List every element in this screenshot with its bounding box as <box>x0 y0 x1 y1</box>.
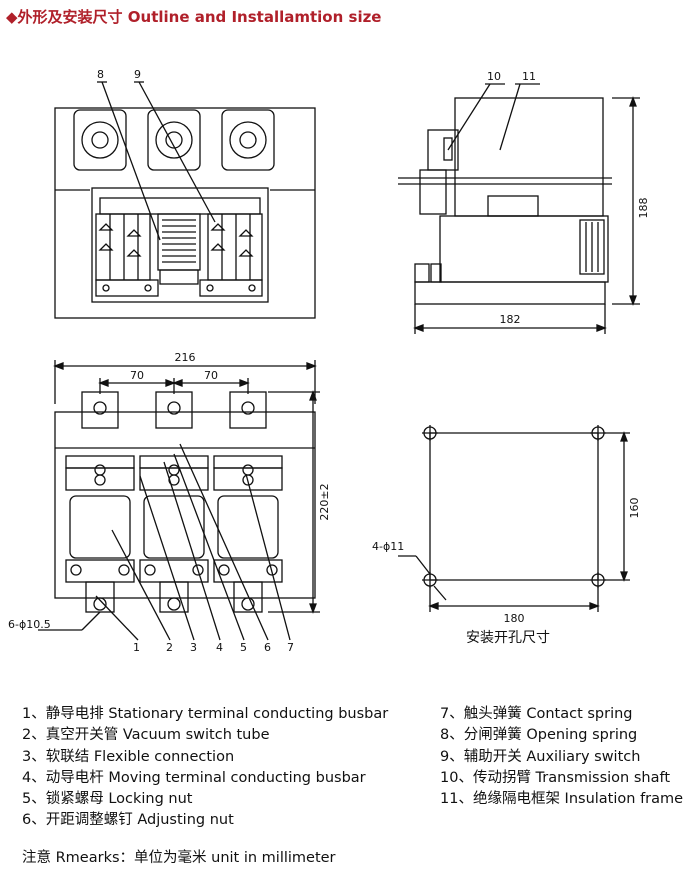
legend-item: 11、绝缘隔电框架 Insulation frame <box>440 791 684 808</box>
legend-item: 8、分闸弹簧 Opening spring <box>440 727 638 744</box>
mounting-hole-pattern <box>398 425 630 612</box>
legend-item: 1、静导电排 Stationary terminal conducting bu… <box>22 706 389 722</box>
auxiliary-switch-right <box>199 213 263 297</box>
callout-9: 9 <box>134 68 141 81</box>
front-view-bottom <box>38 360 320 641</box>
terminal-cylinder-3 <box>221 109 275 171</box>
legend-item: 6、开距调整螺钉 Adjusting nut <box>22 812 234 829</box>
hole-pattern-caption: 安装开孔尺寸 <box>466 630 550 646</box>
transmission-shaft <box>398 129 612 215</box>
callout-8: 8 <box>97 68 104 81</box>
legend-item: 10、传动拐臂 Transmission shaft <box>440 769 671 786</box>
callout-4: 4 <box>216 641 223 654</box>
auxiliary-switch-left <box>95 213 159 297</box>
page-title: ◆外形及安装尺寸 Outline and Installamtion size <box>6 8 382 26</box>
callout-5: 5 <box>240 641 247 654</box>
outline-drawing: 8 9 10 11 <box>0 40 700 700</box>
remarks-note: 注意 Rmearks：单位为毫米 unit in millimeter <box>22 850 336 866</box>
terminal-cylinder-1 <box>73 109 127 171</box>
callout-1: 1 <box>133 641 140 654</box>
dim-height-total: 220±2 <box>318 483 331 520</box>
terminal-cylinder-2 <box>147 109 201 171</box>
legend-item: 9、辅助开关 Auxiliary switch <box>440 748 641 765</box>
callout-7: 7 <box>287 641 294 654</box>
legend-left: 1、静导电排 Stationary terminal conducting bu… <box>22 704 432 832</box>
front-view-top <box>54 81 316 319</box>
dim-pitch-left: 70 <box>130 369 144 382</box>
dim-pitch-right: 70 <box>204 369 218 382</box>
legend-item: 3、软联结 Flexible connection <box>22 748 235 765</box>
callout-6: 6 <box>264 641 271 654</box>
side-view <box>398 83 640 334</box>
dim-side-width: 182 <box>500 313 521 326</box>
legend-item: 7、触头弹簧 Contact spring <box>440 706 633 722</box>
opening-spring <box>157 213 201 285</box>
dim-hole-width: 180 <box>504 612 525 625</box>
pole-1 <box>65 455 135 583</box>
callout-2: 2 <box>166 641 173 654</box>
pole-3 <box>213 455 283 583</box>
dim-mount-holes: 6-ϕ10.5 <box>8 618 51 631</box>
legend-item: 2、真空开关管 Vacuum switch tube <box>22 727 270 744</box>
dim-side-height: 188 <box>637 198 650 219</box>
dim-hole-height: 160 <box>628 498 641 519</box>
dim-width-total: 216 <box>175 351 196 364</box>
callout-3: 3 <box>190 641 197 654</box>
callout-11: 11 <box>522 70 536 83</box>
callout-10: 10 <box>487 70 501 83</box>
dim-hole-count: 4-ϕ11 <box>372 540 404 553</box>
legend-item: 4、动导电杆 Moving terminal conducting busbar <box>22 769 366 786</box>
legend-item: 5、锁紧螺母 Locking nut <box>22 791 193 808</box>
legend-right: 7、触头弹簧 Contact spring 8、分闸弹簧 Opening spr… <box>440 704 698 810</box>
